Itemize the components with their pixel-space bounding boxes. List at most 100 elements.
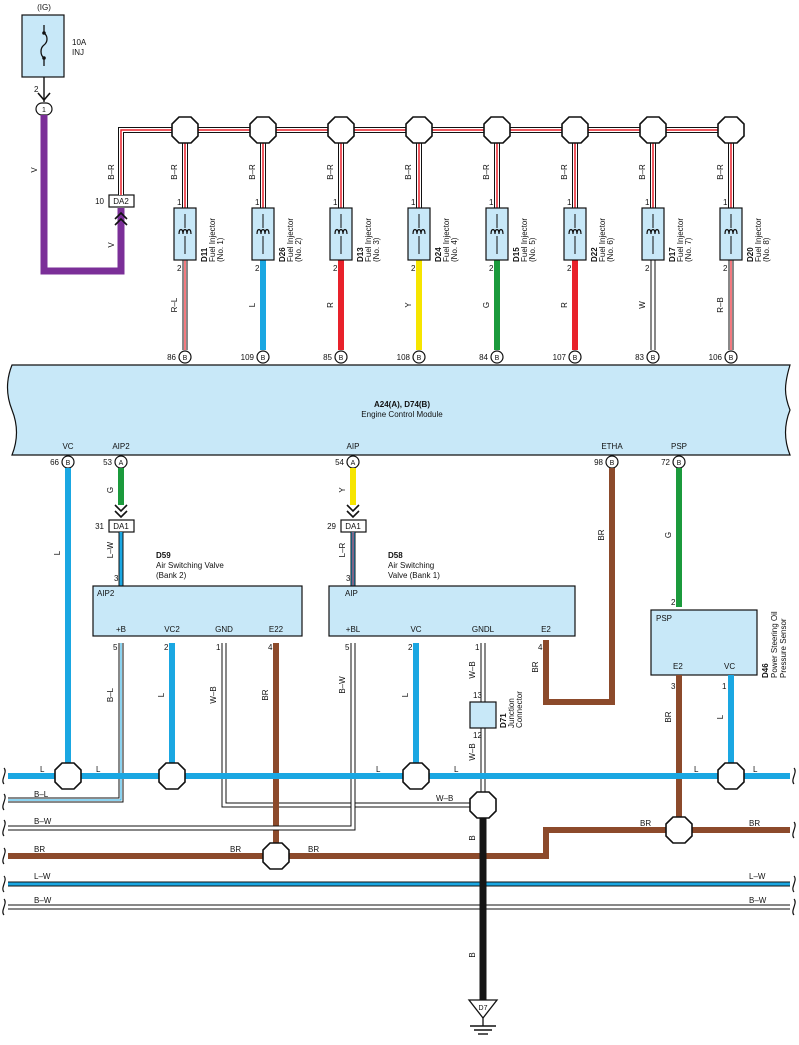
splice-2 [249,116,277,144]
valve1-term-pin: 2 [408,643,413,652]
ps-in-label: PSP [656,614,672,623]
coil-icon [178,228,192,235]
injector-no: (No. 8) [762,237,771,262]
ps-vc-wire-label: L [716,714,725,719]
ecm-pin-num: 54 [335,458,344,467]
wire-v [40,115,125,275]
ecm-pin-num: 72 [661,458,670,467]
ground-icon: D7 [467,999,499,1035]
injector-id: D17 [668,247,677,262]
bl-label: B–L [106,687,115,702]
injector-no: (No. 5) [528,237,537,262]
ps-name2: Pressure Sensor [779,618,788,678]
injector-name: Fuel Injector [676,218,685,262]
ecm-pin-conn: B [66,460,71,467]
bus-splice-5 [469,791,497,819]
da1-right-pin: 29 [327,522,336,531]
injector-br-label: B–R [560,164,569,180]
injector-pin-bot: 2 [333,264,338,273]
injector-no: (No. 6) [606,237,615,262]
injector-wire-label: R [326,302,335,308]
lw-label: L–W [106,541,115,558]
injector-box [251,207,275,261]
ecm-pin-signal: ETHA [601,442,623,451]
injector-ecu-conn: B [495,355,500,362]
injector-no: (No. 3) [372,237,381,262]
injector-pin-bot: 2 [489,264,494,273]
jc-pin-top: 13 [473,691,482,700]
injector-name: Fuel Injector [364,218,373,262]
ps-in-pin: 2 [671,598,676,607]
injector-id: D11 [200,247,209,262]
da2-pin: 10 [95,197,104,206]
coil-icon [724,228,738,235]
ecm-pin-signal: AIP2 [112,442,130,451]
lbus-l-2: L [96,765,101,774]
aip-wire-label: Y [338,487,347,493]
fuse-block: (IG) 10A INJ 2 1 [21,3,87,116]
injector-id: D24 [434,247,443,262]
lwbus-1: L–W [34,872,51,881]
valve2-term-label: VC2 [164,625,180,634]
brbus-3: BR [308,845,319,854]
injector-pin-top: 1 [255,198,260,207]
injector-br-label: B–R [482,164,491,180]
fuse-icon [40,25,48,66]
bwbus-1: B–W [34,896,52,905]
bus-splice-7 [665,816,693,844]
bus-splice-4 [717,762,745,790]
bwbus-2: B–W [749,896,767,905]
etha-wire-label: BR [597,529,606,540]
injector-name: Fuel Injector [754,218,763,262]
coil-icon [256,228,270,235]
lbus-l-4: L [454,765,459,774]
injector-wire-label: W [638,301,647,309]
fuse-amp: 10A [72,38,87,47]
injector-pin-bot: 2 [723,264,728,273]
valve2-term-label: E22 [269,625,284,634]
valve2-term-label: GND [215,625,233,634]
bl1-bw-label: B–W [338,676,347,694]
injector-box [719,207,743,261]
coil-icon [568,228,582,235]
injector-no: (No. 1) [216,237,225,262]
valve1-in-pin: 3 [346,574,351,583]
gnd-wb-label-2: W–B [436,794,453,803]
splice-1 [171,116,199,144]
coil-icon [490,228,504,235]
lwbus-2: L–W [749,872,766,881]
injector-br-label: B–R [716,164,725,180]
injector-box [485,207,509,261]
ecm-pin-signal: PSP [671,442,687,451]
valve2-in-label: AIP2 [97,589,115,598]
injector-no: (No. 2) [294,237,303,262]
ps-sensor-box [650,609,758,676]
valve1-term-label: E2 [541,625,551,634]
injector-wire-label: Y [404,302,413,308]
injector-id: D22 [590,247,599,262]
ps-e2-pin: 3 [671,682,676,691]
gnd-wb-label: W–B [209,686,218,703]
bus-break-marks [2,767,796,916]
brbus-5: BR [749,819,760,828]
bw-label-2: B–W [34,817,52,826]
injector-wire-label: R–L [170,297,179,312]
injector-pin-top: 1 [645,198,650,207]
splice-8 [717,116,745,144]
etha-wire [543,468,615,705]
injector-box [407,207,431,261]
injector-wire-label: L [248,302,257,307]
injector-pin-bot: 2 [255,264,260,273]
lbus-l-5: L [694,765,699,774]
valve2-id: D59 [156,551,171,560]
injector-box [173,207,197,261]
injector-ecu-pin: 86 [167,353,176,362]
injector-box [329,207,353,261]
